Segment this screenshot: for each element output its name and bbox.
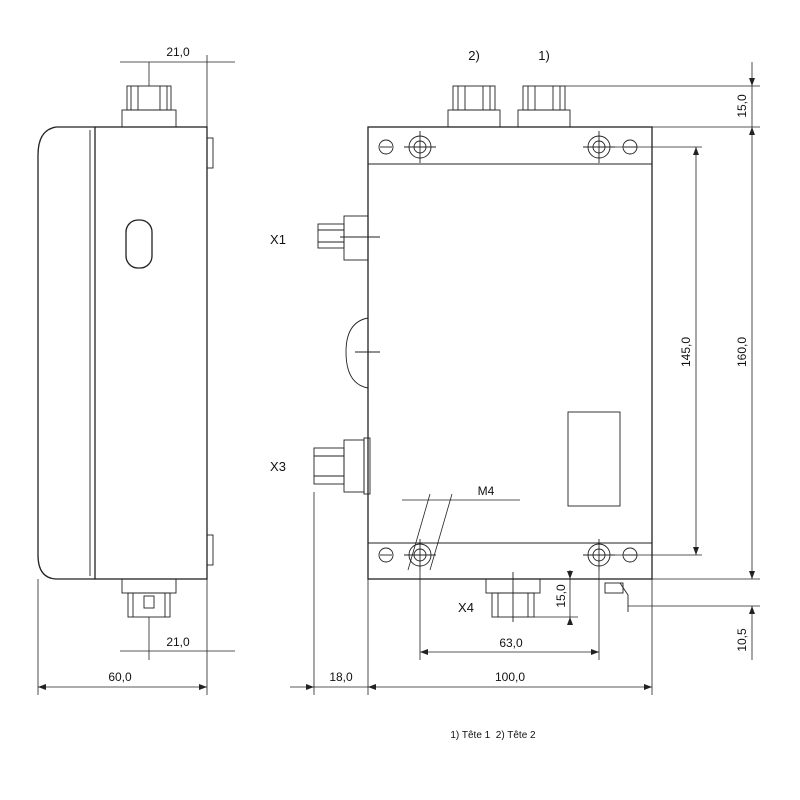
mounting-hole-top-left	[404, 131, 436, 163]
dim-side-top-width: 21,0	[166, 45, 190, 59]
dim-side-bottom-width: 21,0	[166, 635, 190, 649]
dim-front-total-height: 160,0	[735, 337, 749, 367]
side-top-connector	[121, 85, 177, 128]
label-head-1: 1)	[538, 48, 550, 63]
dim-thread: M4	[478, 484, 495, 498]
head-1-connector	[517, 85, 571, 128]
side-right-tab-bottom	[206, 534, 214, 566]
pressure-compensation-element	[345, 317, 380, 389]
side-view: 21,0 21,0 60,0	[37, 45, 235, 695]
mounting-hole-top-right	[583, 131, 615, 163]
top-slots	[378, 139, 638, 563]
label-x4: X4	[458, 600, 474, 615]
mounting-hole-bottom-right	[583, 539, 615, 571]
side-housing-body	[94, 126, 208, 580]
front-view: 2) 1) X1 X3	[270, 48, 760, 695]
side-bottom-connector	[121, 578, 177, 618]
x3-connector	[313, 437, 371, 495]
dim-side-depth: 60,0	[108, 670, 132, 684]
dim-hole-pitch-vertical: 145,0	[679, 337, 693, 367]
earth-terminal	[604, 582, 629, 612]
x1-connector	[317, 215, 380, 261]
x4-connector	[485, 572, 541, 622]
side-housing-lid	[37, 126, 95, 580]
label-x1: X1	[270, 232, 286, 247]
dim-front-bottom-offset: 10,5	[735, 628, 749, 652]
label-head-2: 2)	[468, 48, 480, 63]
mounting-hole-bottom-left	[404, 539, 436, 571]
label-window	[567, 411, 621, 507]
dim-front-left-extension: 18,0	[329, 670, 353, 684]
footnote: 1) Tête 1 2) Tête 2	[450, 730, 536, 741]
front-housing	[367, 126, 653, 580]
dim-front-width: 100,0	[495, 670, 525, 684]
side-oval-window	[125, 219, 153, 269]
dim-x4-offset: 15,0	[554, 584, 568, 608]
dim-front-top-height: 15,0	[735, 94, 749, 118]
label-x3: X3	[270, 459, 286, 474]
dim-hole-pitch-horizontal: 63,0	[499, 636, 523, 650]
m4-thread-leader	[402, 493, 520, 571]
head-2-connector	[447, 85, 501, 128]
side-right-tab-top	[206, 137, 214, 169]
